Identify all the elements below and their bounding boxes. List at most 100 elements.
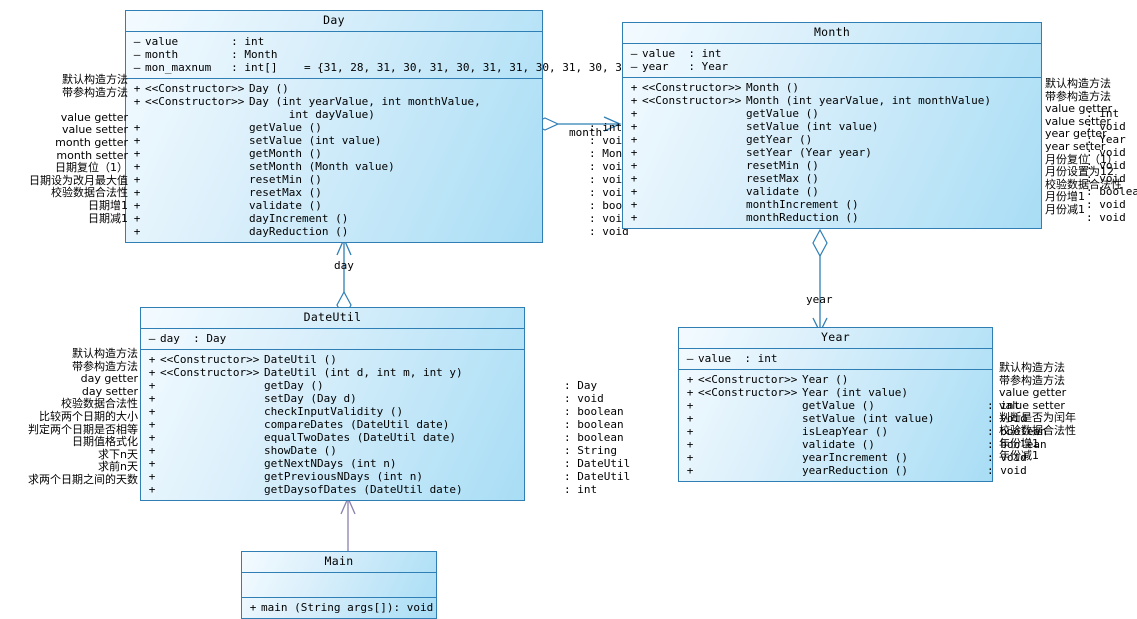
operation-row: +getYear (): Year xyxy=(623,133,1126,146)
attribute-row: –year : Year xyxy=(623,60,1041,73)
operation-signature: Year () xyxy=(802,373,849,386)
note-day: 默认构造方法 带参构造方法 value getter value setter … xyxy=(29,73,128,225)
operation-signature: getMonth () xyxy=(249,147,322,160)
operation-row: +getValue (): int xyxy=(126,121,622,134)
visibility-marker: – xyxy=(630,60,638,73)
return-type: : boolean xyxy=(564,431,624,444)
operation-row: +<<Constructor>>Month (int yearValue, in… xyxy=(623,94,1041,107)
class-box-day[interactable]: Day –value : int–month : Month–mon_maxnu… xyxy=(125,10,649,243)
return-type: : int xyxy=(564,483,598,496)
visibility-marker: + xyxy=(148,470,156,483)
operation-signature: validate () xyxy=(802,438,875,451)
class-box-main[interactable]: Main +main (String args[]): void xyxy=(241,551,437,619)
operation-row: +yearReduction (): void xyxy=(679,464,1027,477)
operation-row: +setValue (int value): void xyxy=(126,134,629,147)
stereotype-label: <<Constructor>> xyxy=(160,366,260,379)
operation-signature: getValue () xyxy=(802,399,875,412)
visibility-marker: + xyxy=(133,160,141,173)
operation-signature: getDay () xyxy=(264,379,324,392)
attribute-signature: value : int xyxy=(145,35,265,48)
operation-signature: Day () xyxy=(249,82,289,95)
attribute-signature: value : int xyxy=(698,352,778,365)
attribute-row: –month : Month xyxy=(126,48,542,61)
operation-row: +<<Constructor>>Day (int yearValue, int … xyxy=(126,95,542,108)
visibility-marker: + xyxy=(686,438,694,451)
operation-signature: Year (int value) xyxy=(802,386,908,399)
operation-row: + getPreviousNDays (int n) : DateUtil xyxy=(141,470,631,483)
visibility-marker: + xyxy=(133,95,141,108)
stereotype-label: <<Constructor>> xyxy=(642,94,742,107)
operation-row: +<<Constructor>>Day () xyxy=(126,82,542,95)
operation-row: +<<Constructor>>Month () xyxy=(623,81,1041,94)
visibility-marker: + xyxy=(133,173,141,186)
operation-signature: resetMin () xyxy=(746,159,819,172)
class-box-month[interactable]: Month –value : int–year : Year +<<Constr… xyxy=(622,22,1137,229)
return-type: : Year xyxy=(1086,133,1126,146)
return-type: : boolean xyxy=(564,405,624,418)
operation-row: +resetMax (): void xyxy=(126,186,629,199)
attributes-year: –value : int xyxy=(679,349,992,370)
edge-label-year: year xyxy=(806,293,833,306)
operation-signature: equalTwoDates (DateUtil date) xyxy=(264,431,457,444)
operation-row: +yearIncrement (): void xyxy=(679,451,1027,464)
visibility-marker: – xyxy=(133,61,141,74)
visibility-marker: + xyxy=(630,211,638,224)
operation-signature: getDaysofDates (DateUtil date) xyxy=(264,483,463,496)
visibility-marker: + xyxy=(630,146,638,159)
operation-signature: setMonth (Month value) xyxy=(249,160,395,173)
class-box-year[interactable]: Year –value : int +<<Constructor>>Year (… xyxy=(678,327,1047,482)
stereotype-label: <<Constructor>> xyxy=(698,373,798,386)
operation-row: +validate (): boolean xyxy=(623,185,1137,198)
operations-main: +main (String args[]): void xyxy=(242,598,436,618)
operation-signature: getValue () xyxy=(746,107,819,120)
visibility-marker: – xyxy=(133,35,141,48)
operations-day: +<<Constructor>>Day ()+<<Constructor>>Da… xyxy=(126,79,649,242)
operation-signature: compareDates (DateUtil date) xyxy=(264,418,450,431)
operation-signature: getPreviousNDays (int n) xyxy=(264,470,423,483)
operation-row: +dayIncrement (): void xyxy=(126,212,629,225)
attributes-main xyxy=(242,573,436,598)
return-type: : DateUtil xyxy=(564,470,631,483)
operation-row: +main (String args[]): void xyxy=(242,601,436,614)
note-month: 默认构造方法 带参构造方法 value getter value setter … xyxy=(1045,77,1122,216)
visibility-marker: – xyxy=(686,352,694,365)
operation-row: +equalTwoDates (DateUtil date): boolean xyxy=(141,431,624,444)
operation-signature: dayReduction () xyxy=(249,225,349,238)
return-type: : DateUtil xyxy=(564,457,631,470)
attribute-signature: value : int xyxy=(642,47,722,60)
operation-signature: int dayValue) xyxy=(249,108,375,121)
operation-row: +setValue (int value): void xyxy=(679,412,1027,425)
operation-row: +monthIncrement (): void xyxy=(623,198,1126,211)
operation-row: +getNextNDays (int n): DateUtil xyxy=(141,457,631,470)
stereotype-label: <<Constructor>> xyxy=(698,386,798,399)
operation-signature: checkInputValidity () xyxy=(264,405,404,418)
visibility-marker: + xyxy=(686,464,694,477)
return-type: : void xyxy=(564,392,604,405)
return-type: : void xyxy=(1086,120,1126,133)
operation-row: +resetMin (): void xyxy=(623,159,1126,172)
association-month-year xyxy=(812,228,828,334)
class-title-month: Month xyxy=(623,23,1041,44)
visibility-marker: – xyxy=(148,332,156,345)
visibility-marker: + xyxy=(148,353,156,366)
visibility-marker: + xyxy=(630,120,638,133)
visibility-marker: + xyxy=(686,451,694,464)
return-type: : boolean xyxy=(1086,185,1137,198)
operation-signature: setValue (int value) xyxy=(746,120,879,133)
attribute-row: –value : int xyxy=(126,35,542,48)
return-type: : boolean xyxy=(987,425,1047,438)
stereotype-label: <<Constructor>> xyxy=(160,353,260,366)
operation-row: +getDay (): Day xyxy=(141,379,597,392)
operation-signature: getYear () xyxy=(746,133,813,146)
attribute-row: –value : int xyxy=(679,352,992,365)
visibility-marker: + xyxy=(630,81,638,94)
visibility-marker: + xyxy=(686,425,694,438)
operation-row: +<<Constructor>>DateUtil () xyxy=(141,353,524,366)
visibility-marker: + xyxy=(686,386,694,399)
operation-row: +resetMin (): void xyxy=(126,173,629,186)
class-box-dateutil[interactable]: DateUtil –day : Day +<<Constructor>>Date… xyxy=(140,307,631,501)
operation-signature: Day (int yearValue, int monthValue, xyxy=(249,95,481,108)
operation-signature: showDate () xyxy=(264,444,337,457)
visibility-marker: + xyxy=(133,199,141,212)
operation-signature: resetMax () xyxy=(249,186,322,199)
